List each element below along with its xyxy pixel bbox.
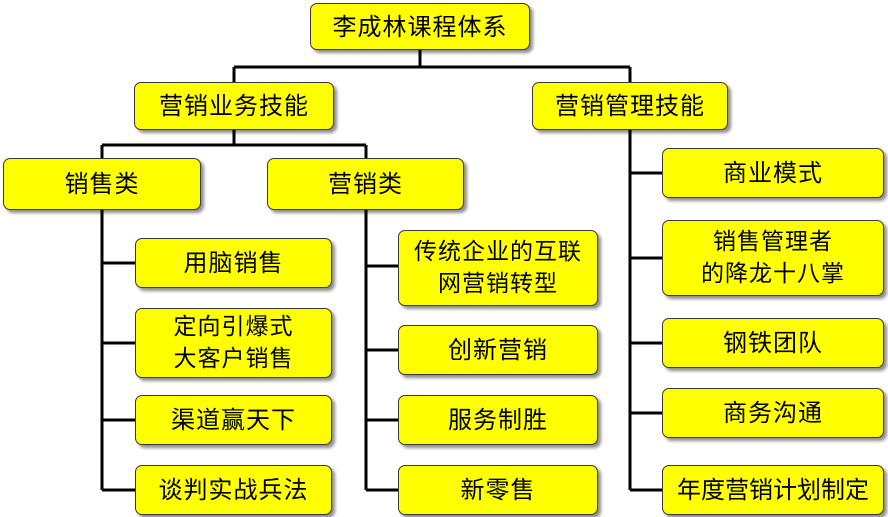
course-label: 年度营销计划制定 bbox=[677, 476, 869, 504]
sales-category-node: 销售类 bbox=[3, 158, 201, 210]
course-label-line2: 网营销转型 bbox=[438, 271, 558, 297]
course-node: 服务制胜 bbox=[398, 395, 598, 445]
marketing-business-skills-node: 营销业务技能 bbox=[134, 82, 334, 130]
root-label: 李成林课程体系 bbox=[332, 12, 508, 41]
course-node: 新零售 bbox=[398, 465, 598, 515]
marketing-category-node: 营销类 bbox=[267, 158, 464, 210]
course-label: 谈判实战兵法 bbox=[158, 476, 309, 504]
course-label: 创新营销 bbox=[448, 336, 548, 364]
course-node: 钢铁团队 bbox=[662, 318, 884, 368]
root-node: 李成林课程体系 bbox=[310, 3, 530, 50]
course-label: 钢铁团队 bbox=[723, 329, 823, 357]
course-node: 用脑销售 bbox=[135, 238, 332, 288]
course-label-line1: 销售管理者 bbox=[713, 229, 833, 255]
marketing-business-skills-label: 营销业务技能 bbox=[159, 92, 309, 120]
course-node: 渠道赢天下 bbox=[135, 395, 332, 445]
course-node: 谈判实战兵法 bbox=[135, 465, 332, 515]
course-label: 新零售 bbox=[460, 476, 536, 504]
course-label: 服务制胜 bbox=[448, 406, 548, 434]
course-label: 渠道赢天下 bbox=[171, 406, 296, 434]
course-label: 用脑销售 bbox=[183, 249, 284, 277]
course-node: 年度营销计划制定 bbox=[662, 465, 884, 515]
course-node: 商业模式 bbox=[662, 148, 884, 198]
course-node: 创新营销 bbox=[398, 325, 598, 375]
course-node: 定向引爆式 大客户销售 bbox=[135, 308, 332, 378]
course-node: 商务沟通 bbox=[662, 388, 884, 438]
course-label: 商务沟通 bbox=[723, 399, 823, 427]
course-node: 销售管理者 的降龙十八掌 bbox=[662, 220, 884, 296]
course-label-line2: 的降龙十八掌 bbox=[701, 261, 845, 287]
marketing-management-skills-node: 营销管理技能 bbox=[532, 82, 728, 130]
marketing-category-label: 营销类 bbox=[328, 170, 403, 198]
course-label: 商业模式 bbox=[723, 159, 823, 187]
course-label-line2: 大客户销售 bbox=[173, 346, 294, 372]
sales-category-label: 销售类 bbox=[64, 170, 140, 198]
course-node: 传统企业的互联 网营销转型 bbox=[398, 230, 598, 306]
course-label-line1: 传统企业的互联 bbox=[414, 239, 582, 265]
marketing-management-skills-label: 营销管理技能 bbox=[555, 92, 705, 120]
course-label-line1: 定向引爆式 bbox=[173, 314, 294, 340]
